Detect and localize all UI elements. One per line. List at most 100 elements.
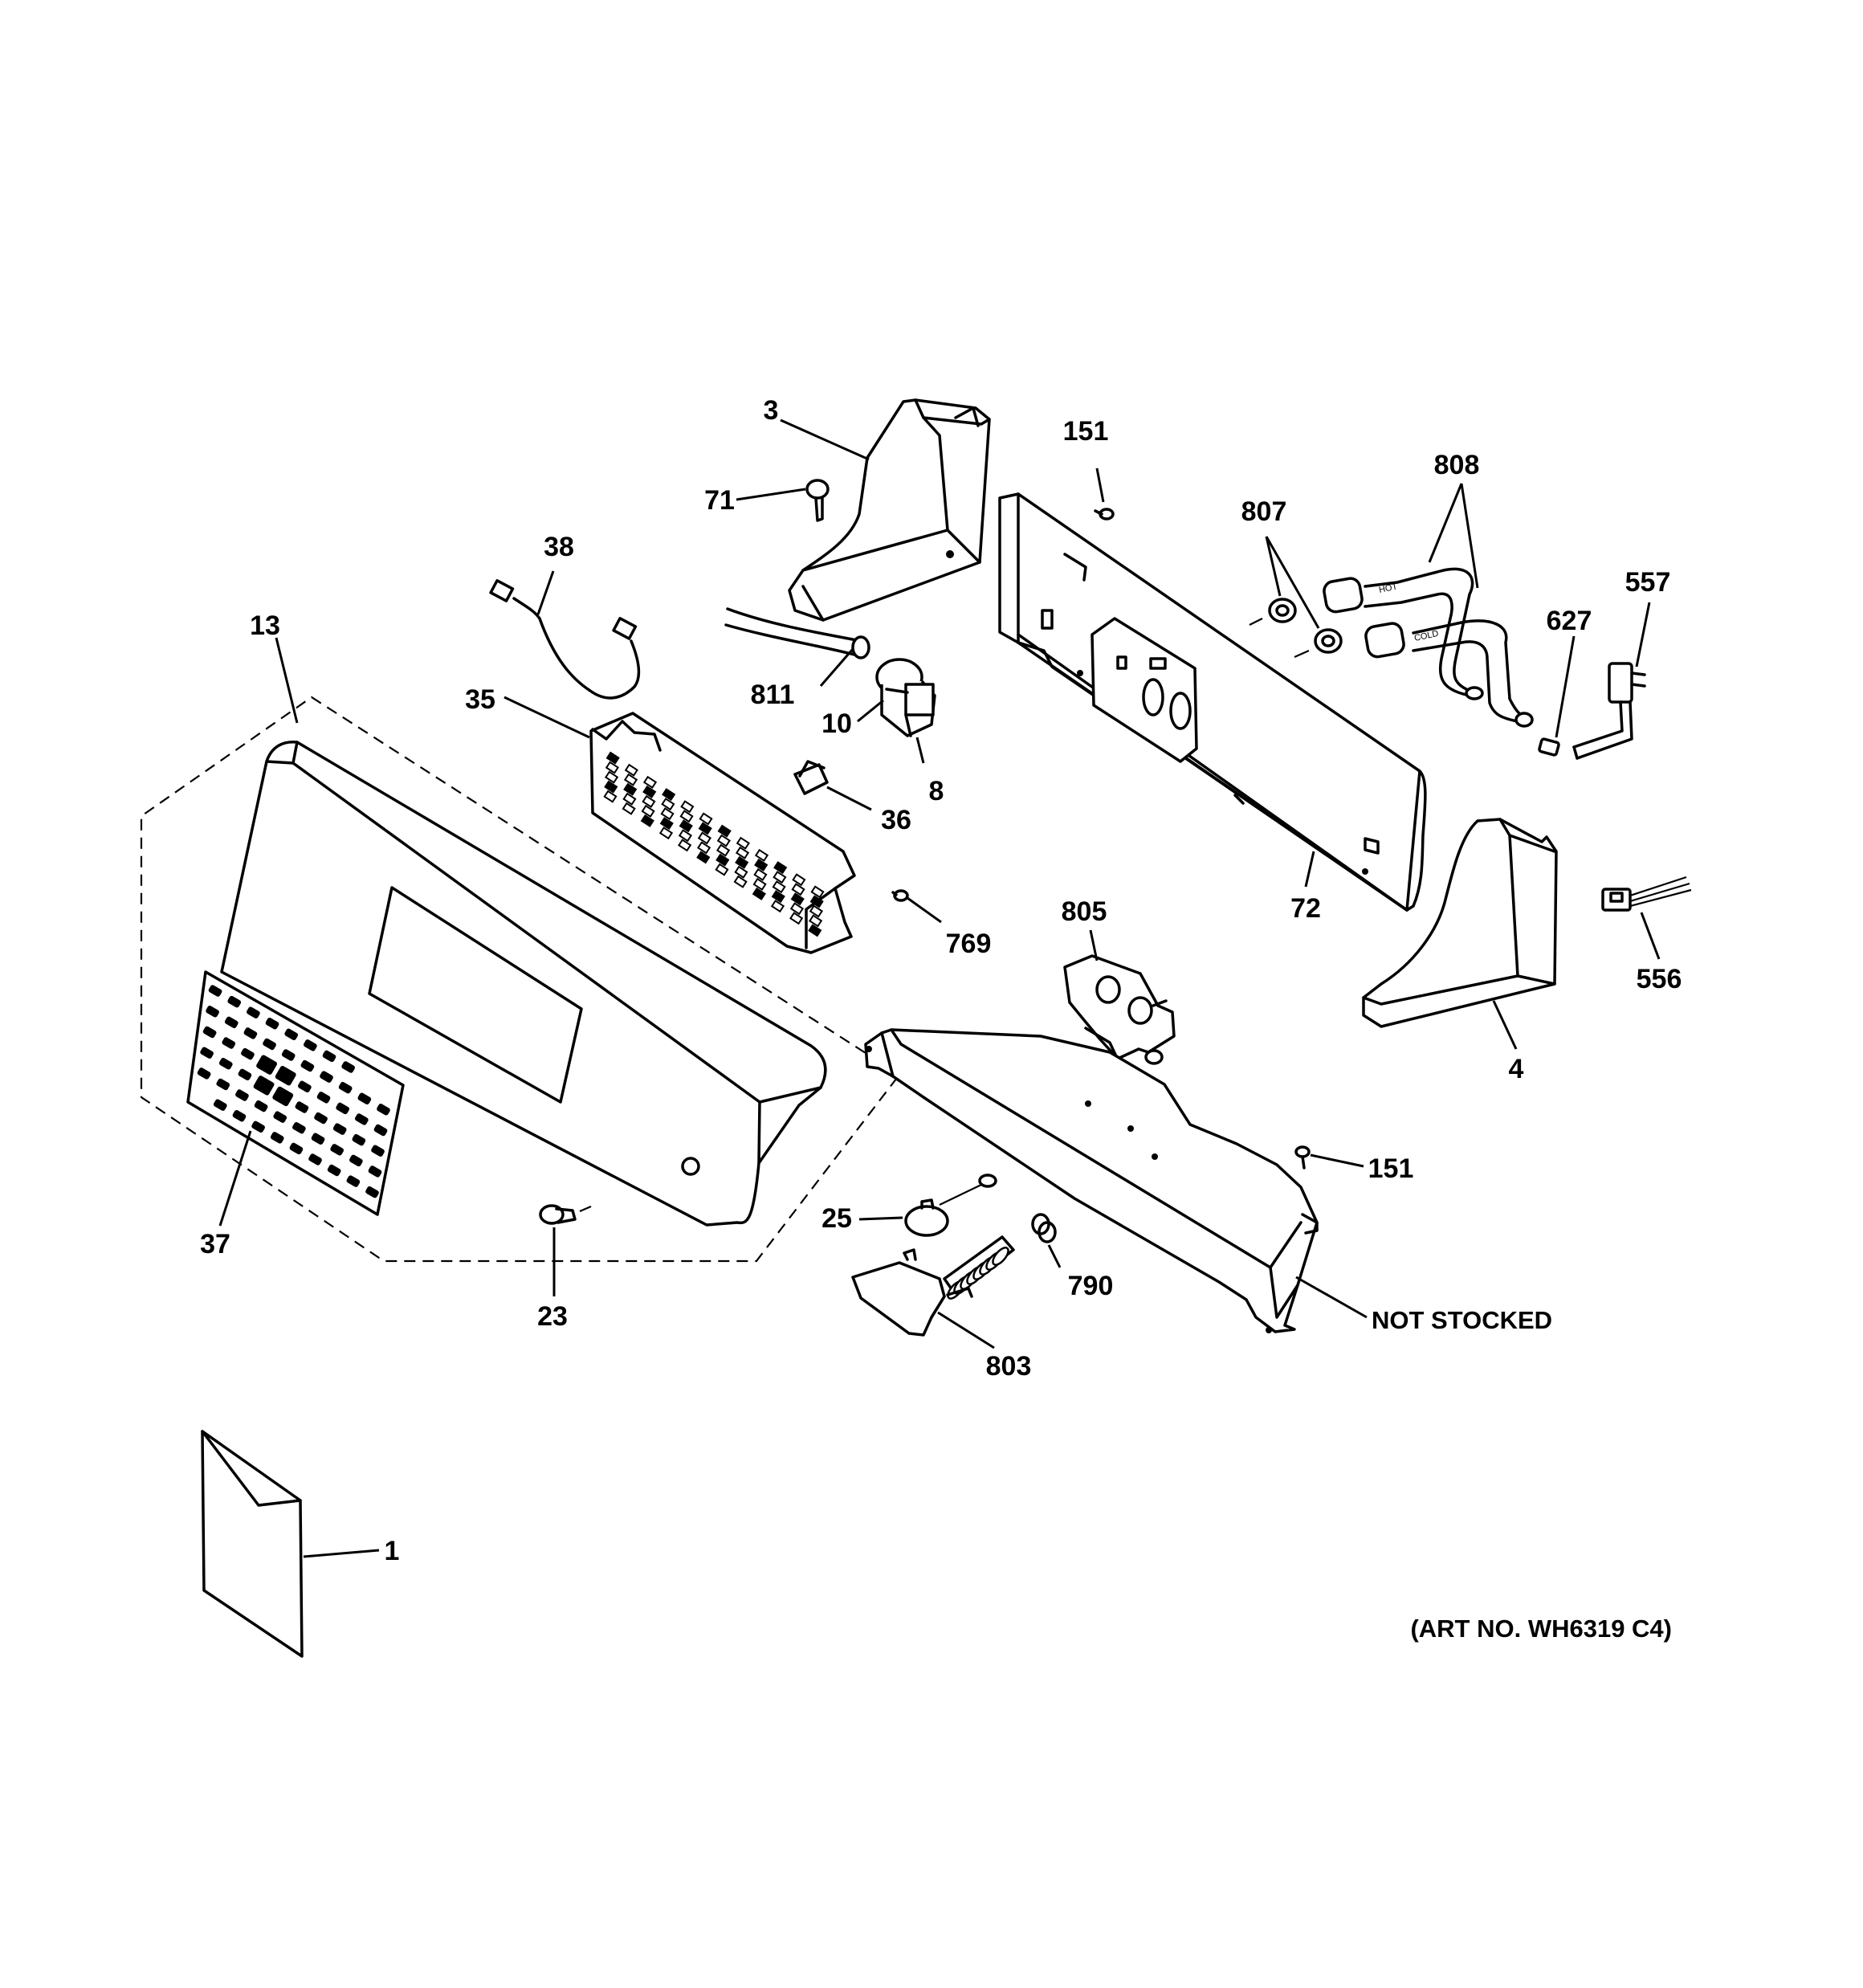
board-cell bbox=[658, 827, 674, 840]
overlay-key bbox=[377, 1104, 390, 1116]
screw-71 bbox=[805, 479, 830, 522]
overlay-key bbox=[206, 1006, 219, 1018]
overlay-key bbox=[330, 1144, 344, 1156]
pressure-switch-10 bbox=[875, 658, 936, 737]
board-cell bbox=[809, 914, 823, 928]
overlay-key bbox=[227, 995, 242, 1008]
board-cell bbox=[642, 794, 656, 808]
overlay-key bbox=[371, 1145, 385, 1157]
callout-38: 38 bbox=[544, 532, 574, 562]
overlay-key bbox=[320, 1071, 333, 1083]
overlay-key bbox=[218, 1058, 233, 1070]
board-cell bbox=[679, 819, 693, 833]
board-cell bbox=[604, 780, 618, 794]
board-cell bbox=[770, 900, 785, 913]
callout-13: 13 bbox=[250, 610, 280, 641]
screw-151-bottom bbox=[1294, 1145, 1311, 1170]
board-cell bbox=[772, 880, 786, 894]
knob-23 bbox=[539, 1204, 592, 1225]
board-cell bbox=[659, 817, 674, 831]
overlay-key bbox=[346, 1175, 361, 1187]
overlay-key bbox=[265, 1018, 279, 1030]
overlay-key bbox=[197, 1067, 211, 1080]
board-cell bbox=[753, 867, 768, 881]
overlay-key bbox=[341, 1061, 356, 1073]
overlay-key bbox=[365, 1186, 379, 1198]
overlay-key bbox=[314, 1112, 328, 1125]
board-cell bbox=[640, 814, 654, 827]
callout-803: 803 bbox=[986, 1351, 1032, 1382]
console-panel bbox=[220, 740, 827, 1227]
board-cell bbox=[791, 883, 805, 896]
overlay-key bbox=[368, 1165, 382, 1178]
board-cell bbox=[754, 858, 768, 872]
board-cell bbox=[733, 875, 748, 888]
overlay-key bbox=[270, 1132, 284, 1144]
board-cell bbox=[792, 873, 806, 887]
callout-10: 10 bbox=[821, 708, 852, 739]
overlay-key bbox=[336, 1102, 350, 1115]
board-cell bbox=[623, 782, 638, 796]
board-cell bbox=[605, 751, 620, 765]
overlay-37 bbox=[186, 970, 405, 1216]
overlay-key bbox=[238, 1068, 252, 1081]
overlay-key bbox=[308, 1153, 322, 1165]
board-cell bbox=[678, 839, 692, 852]
overlay-key bbox=[251, 1121, 265, 1133]
overlay-key bbox=[273, 1111, 287, 1123]
board-cell bbox=[808, 924, 822, 937]
art-number: (ART NO. WH6319 C4) bbox=[1410, 1614, 1672, 1643]
board-cell bbox=[716, 834, 731, 847]
washers-807 bbox=[1249, 598, 1343, 659]
callout-8: 8 bbox=[929, 776, 944, 806]
overlay-key bbox=[200, 1047, 214, 1059]
hose-811 bbox=[724, 607, 870, 659]
board-cell bbox=[773, 871, 787, 884]
board-cell bbox=[660, 807, 675, 821]
callout-35: 35 bbox=[465, 684, 495, 715]
overlay-key bbox=[275, 1066, 296, 1086]
screw-151-top bbox=[1094, 508, 1115, 520]
board-cell bbox=[605, 761, 619, 774]
board-cell bbox=[736, 836, 750, 850]
not-stocked-label: NOT STOCKED bbox=[1372, 1306, 1552, 1334]
overlay-key bbox=[298, 1080, 312, 1093]
callout-556: 556 bbox=[1637, 964, 1682, 994]
wire-harness-38 bbox=[489, 579, 641, 700]
overlay-key bbox=[332, 1123, 347, 1135]
callout-627: 627 bbox=[1547, 606, 1592, 636]
overlay-key bbox=[349, 1154, 363, 1167]
overlay-key bbox=[256, 1055, 278, 1075]
board-cell bbox=[734, 865, 748, 879]
overlay-key bbox=[316, 1092, 331, 1104]
overlay-key bbox=[292, 1121, 306, 1134]
callout-3: 3 bbox=[764, 395, 779, 426]
board-cell bbox=[604, 770, 619, 784]
board-cell bbox=[715, 853, 730, 867]
callout-72: 72 bbox=[1290, 893, 1321, 924]
button-25 bbox=[904, 1174, 997, 1237]
control-board-35 bbox=[589, 712, 856, 954]
board-cell bbox=[642, 775, 658, 789]
board-cell bbox=[699, 812, 713, 826]
callout-36: 36 bbox=[881, 805, 911, 835]
board-cell bbox=[810, 885, 825, 899]
overlay-key bbox=[243, 1027, 258, 1039]
callout-4: 4 bbox=[1509, 1054, 1524, 1084]
overlay-key bbox=[232, 1110, 247, 1122]
callout-805: 805 bbox=[1062, 896, 1107, 927]
callout-71: 71 bbox=[704, 485, 735, 516]
overlay-key bbox=[373, 1124, 388, 1137]
spring-coil bbox=[992, 1247, 1009, 1266]
board-cell bbox=[679, 810, 694, 823]
board-cell bbox=[735, 855, 749, 869]
callout-151-top: 151 bbox=[1063, 416, 1109, 447]
overlay-key bbox=[281, 1049, 296, 1061]
board-cell bbox=[662, 788, 676, 802]
callout-557: 557 bbox=[1625, 567, 1671, 598]
overlay-key bbox=[357, 1092, 372, 1104]
board-cell bbox=[789, 912, 804, 925]
backsplash-72 bbox=[998, 492, 1427, 912]
clamp-790 bbox=[1031, 1213, 1057, 1243]
